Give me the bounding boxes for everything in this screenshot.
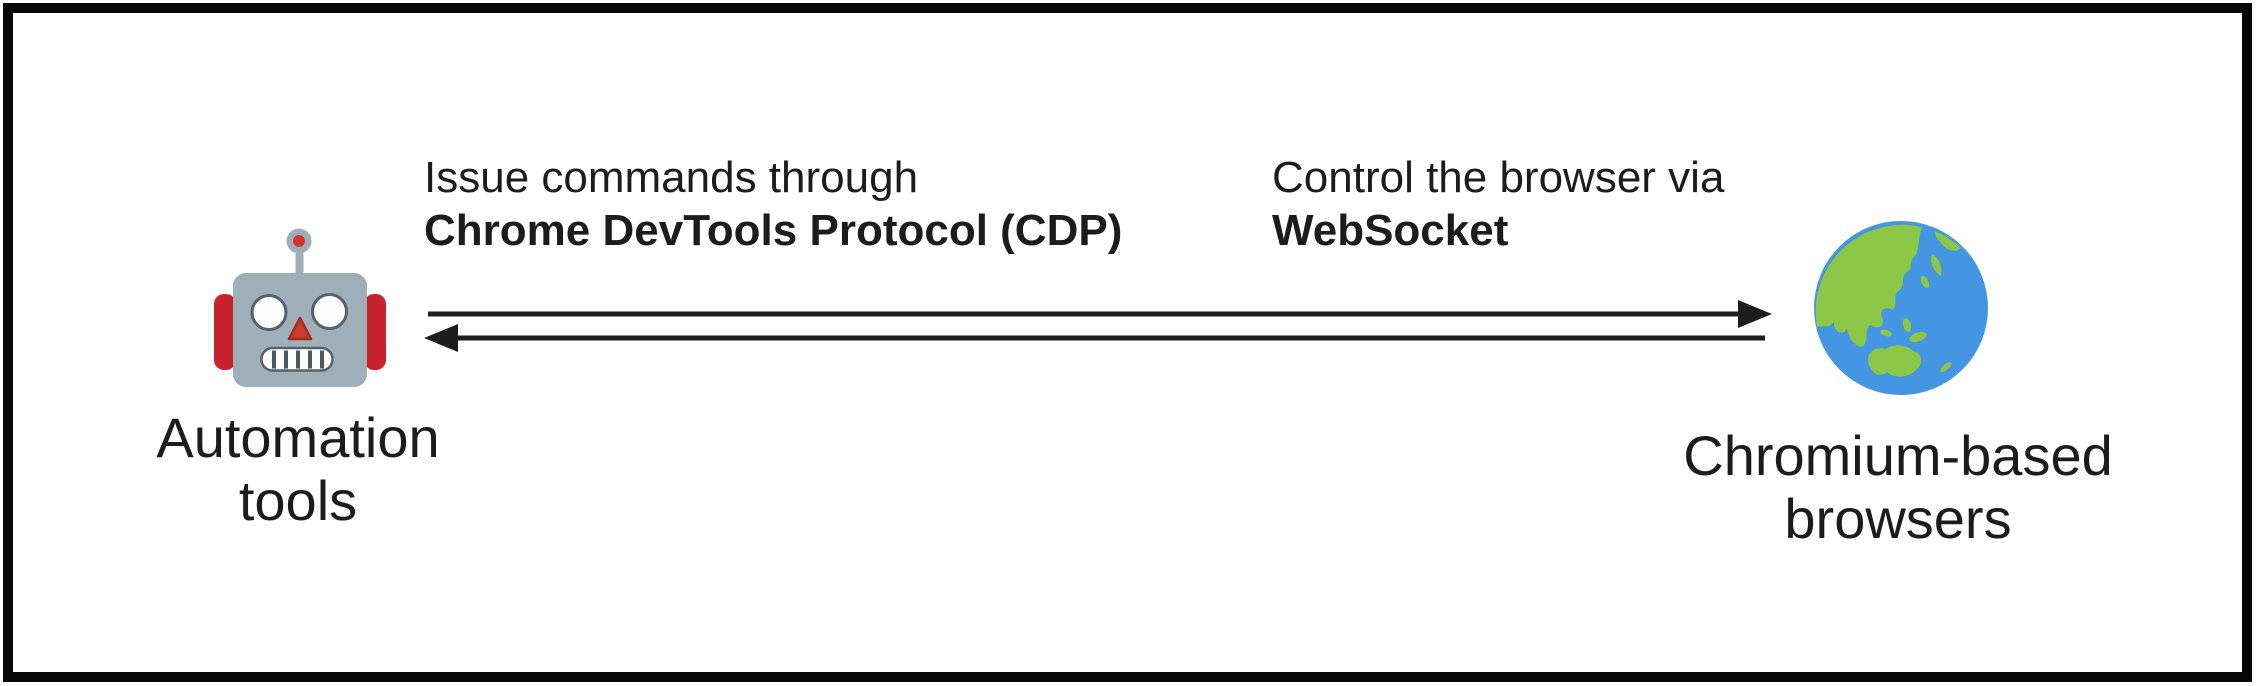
- bidirectional-arrows: [400, 280, 1800, 360]
- automation-tools-label: Automation tools: [128, 406, 468, 532]
- globe-asia-australia-icon: [1814, 221, 1988, 395]
- cdp-annotation-line2: Chrome DevTools Protocol (CDP): [424, 206, 1123, 255]
- automation-tools-label-line2: tools: [238, 469, 358, 532]
- websocket-annotation-line1: Control the browser via: [1272, 153, 1725, 202]
- robot-icon: [210, 222, 390, 394]
- chromium-browsers-label: Chromium-based browsers: [1668, 424, 2128, 550]
- websocket-annotation: Control the browser via WebSocket: [1272, 151, 1724, 257]
- automation-tools-label-line1: Automation: [156, 406, 440, 469]
- arrow-left-icon: [424, 324, 1765, 352]
- cdp-annotation-line1: Issue commands through: [424, 153, 919, 202]
- arrow-right-icon: [428, 300, 1772, 328]
- cdp-annotation: Issue commands through Chrome DevTools P…: [424, 151, 1122, 257]
- chromium-browsers-label-line2: browsers: [1784, 487, 2012, 550]
- chromium-browsers-label-line1: Chromium-based: [1683, 424, 2113, 487]
- websocket-annotation-line2: WebSocket: [1272, 206, 1509, 255]
